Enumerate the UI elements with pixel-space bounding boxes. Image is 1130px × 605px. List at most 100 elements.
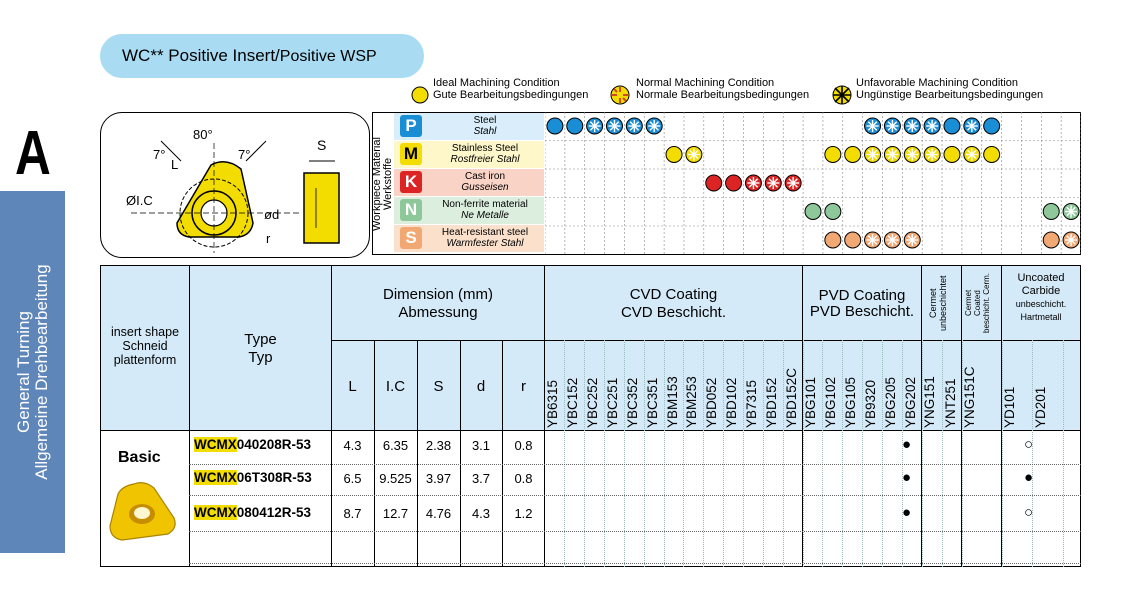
normal-dot-icon (864, 117, 882, 135)
title-part1: WC** Positive Insert/ (122, 46, 280, 65)
ideal-dot-icon (983, 117, 1001, 135)
type-code[interactable]: WCMX06T308R-53 (194, 470, 312, 485)
normal-dot-icon (903, 117, 921, 135)
grade-yd101: YD101 (1002, 386, 1017, 428)
yd201-mark: ● (1024, 469, 1034, 486)
insert-image (109, 482, 176, 541)
normal-dot-icon (963, 117, 981, 135)
grade-ybg102: YBG102 (823, 376, 838, 428)
title-part2: Positive WSP (279, 48, 377, 65)
row-divider (189, 495, 1081, 496)
s-label: S (317, 137, 327, 153)
normal-dot-icon (883, 146, 901, 163)
dim-value-l: 6.5 (343, 471, 362, 486)
grade-col-line (902, 340, 903, 567)
grade-ybg101: YBG101 (803, 376, 818, 428)
grade-yb6315: YB6315 (545, 379, 560, 428)
dim-header-0: L (348, 378, 357, 395)
left-angle-label: 7° (153, 147, 166, 162)
grade-col-line (922, 340, 923, 567)
grade-ybd102: YBD102 (724, 377, 740, 428)
d-label: ød (264, 207, 280, 222)
grade-col-line (743, 340, 745, 567)
grade-col-line (563, 340, 565, 567)
normal-dot-icon (883, 117, 901, 135)
normal-dot-icon (605, 117, 623, 135)
type-code[interactable]: WCMX080412R-53 (194, 505, 312, 520)
dim-value-s: 4.76 (425, 506, 452, 521)
right-angle-label: 7° (238, 147, 251, 162)
ideal-dot-icon (943, 117, 961, 135)
dim-value-l: 8.7 (343, 506, 362, 521)
ideal-dot-icon (824, 146, 842, 163)
dim-header-1: I.C (385, 378, 406, 395)
row-divider (189, 531, 1081, 532)
dim-value-r: 0.8 (514, 471, 533, 486)
header-type (189, 265, 332, 431)
yd201-mark: ○ (1024, 436, 1034, 453)
dim-value-l: 4.3 (343, 438, 362, 453)
type-code[interactable]: WCMX040208R-53 (194, 437, 312, 452)
normal-dot-icon (784, 174, 802, 192)
ideal-dot-icon (1042, 231, 1060, 249)
normal-dot-icon (1062, 231, 1080, 249)
side-section-tab[interactable]: General Turning Allgemeine Drehbearbeitu… (0, 191, 65, 553)
ybg202-mark: ● (902, 436, 912, 453)
ic-label: ØI.C (126, 193, 153, 208)
normal-dot-icon (764, 174, 782, 192)
ideal-dot-icon (1042, 203, 1060, 220)
row-divider (189, 464, 1081, 465)
side-tab-line2: Allgemeine Drehbearbeitung (31, 264, 51, 480)
grade-col-line (683, 340, 685, 567)
material-letter: M (400, 143, 422, 165)
normal-dot-icon (645, 117, 663, 135)
material-panel (372, 112, 1081, 255)
ideal-dot-icon (943, 146, 961, 163)
dim-header-2: S (433, 378, 444, 395)
normal-dot-icon (685, 146, 703, 163)
dim-value-ic: 6.35 (382, 438, 409, 453)
length-label: L (171, 157, 179, 172)
grade-col-line (703, 340, 705, 567)
side-tab-line1: General Turning (13, 311, 33, 433)
ideal-dot-icon (705, 174, 723, 192)
ideal-dot-icon (844, 146, 862, 163)
dim-value-r: 1.2 (514, 506, 533, 521)
ideal-dot-icon (566, 117, 584, 135)
material-letter: S (400, 227, 422, 249)
dim-value-s: 2.38 (425, 438, 452, 453)
col-line (502, 340, 503, 567)
col-line (802, 340, 803, 567)
col-line (189, 340, 190, 567)
grade-ybd052: YBD052 (704, 377, 720, 428)
ideal-dot-icon (546, 117, 564, 135)
ideal-dot-icon (665, 146, 683, 163)
dim-header-4: r (521, 378, 526, 395)
grade-col-line (643, 340, 645, 567)
grade-col-line (962, 340, 963, 567)
grade-col-line (603, 340, 605, 567)
grade-col-line (842, 340, 843, 567)
normal-dot-icon (883, 231, 901, 249)
grade-ybc152: YBC152 (564, 377, 580, 428)
grade-ynt251: YNT251 (942, 378, 958, 428)
normal-dot-icon (864, 146, 882, 163)
col-line (544, 340, 545, 567)
grade-yng151c: YNG151C (962, 366, 977, 428)
grade-col-line (663, 340, 665, 567)
grade-col-line (862, 340, 863, 567)
